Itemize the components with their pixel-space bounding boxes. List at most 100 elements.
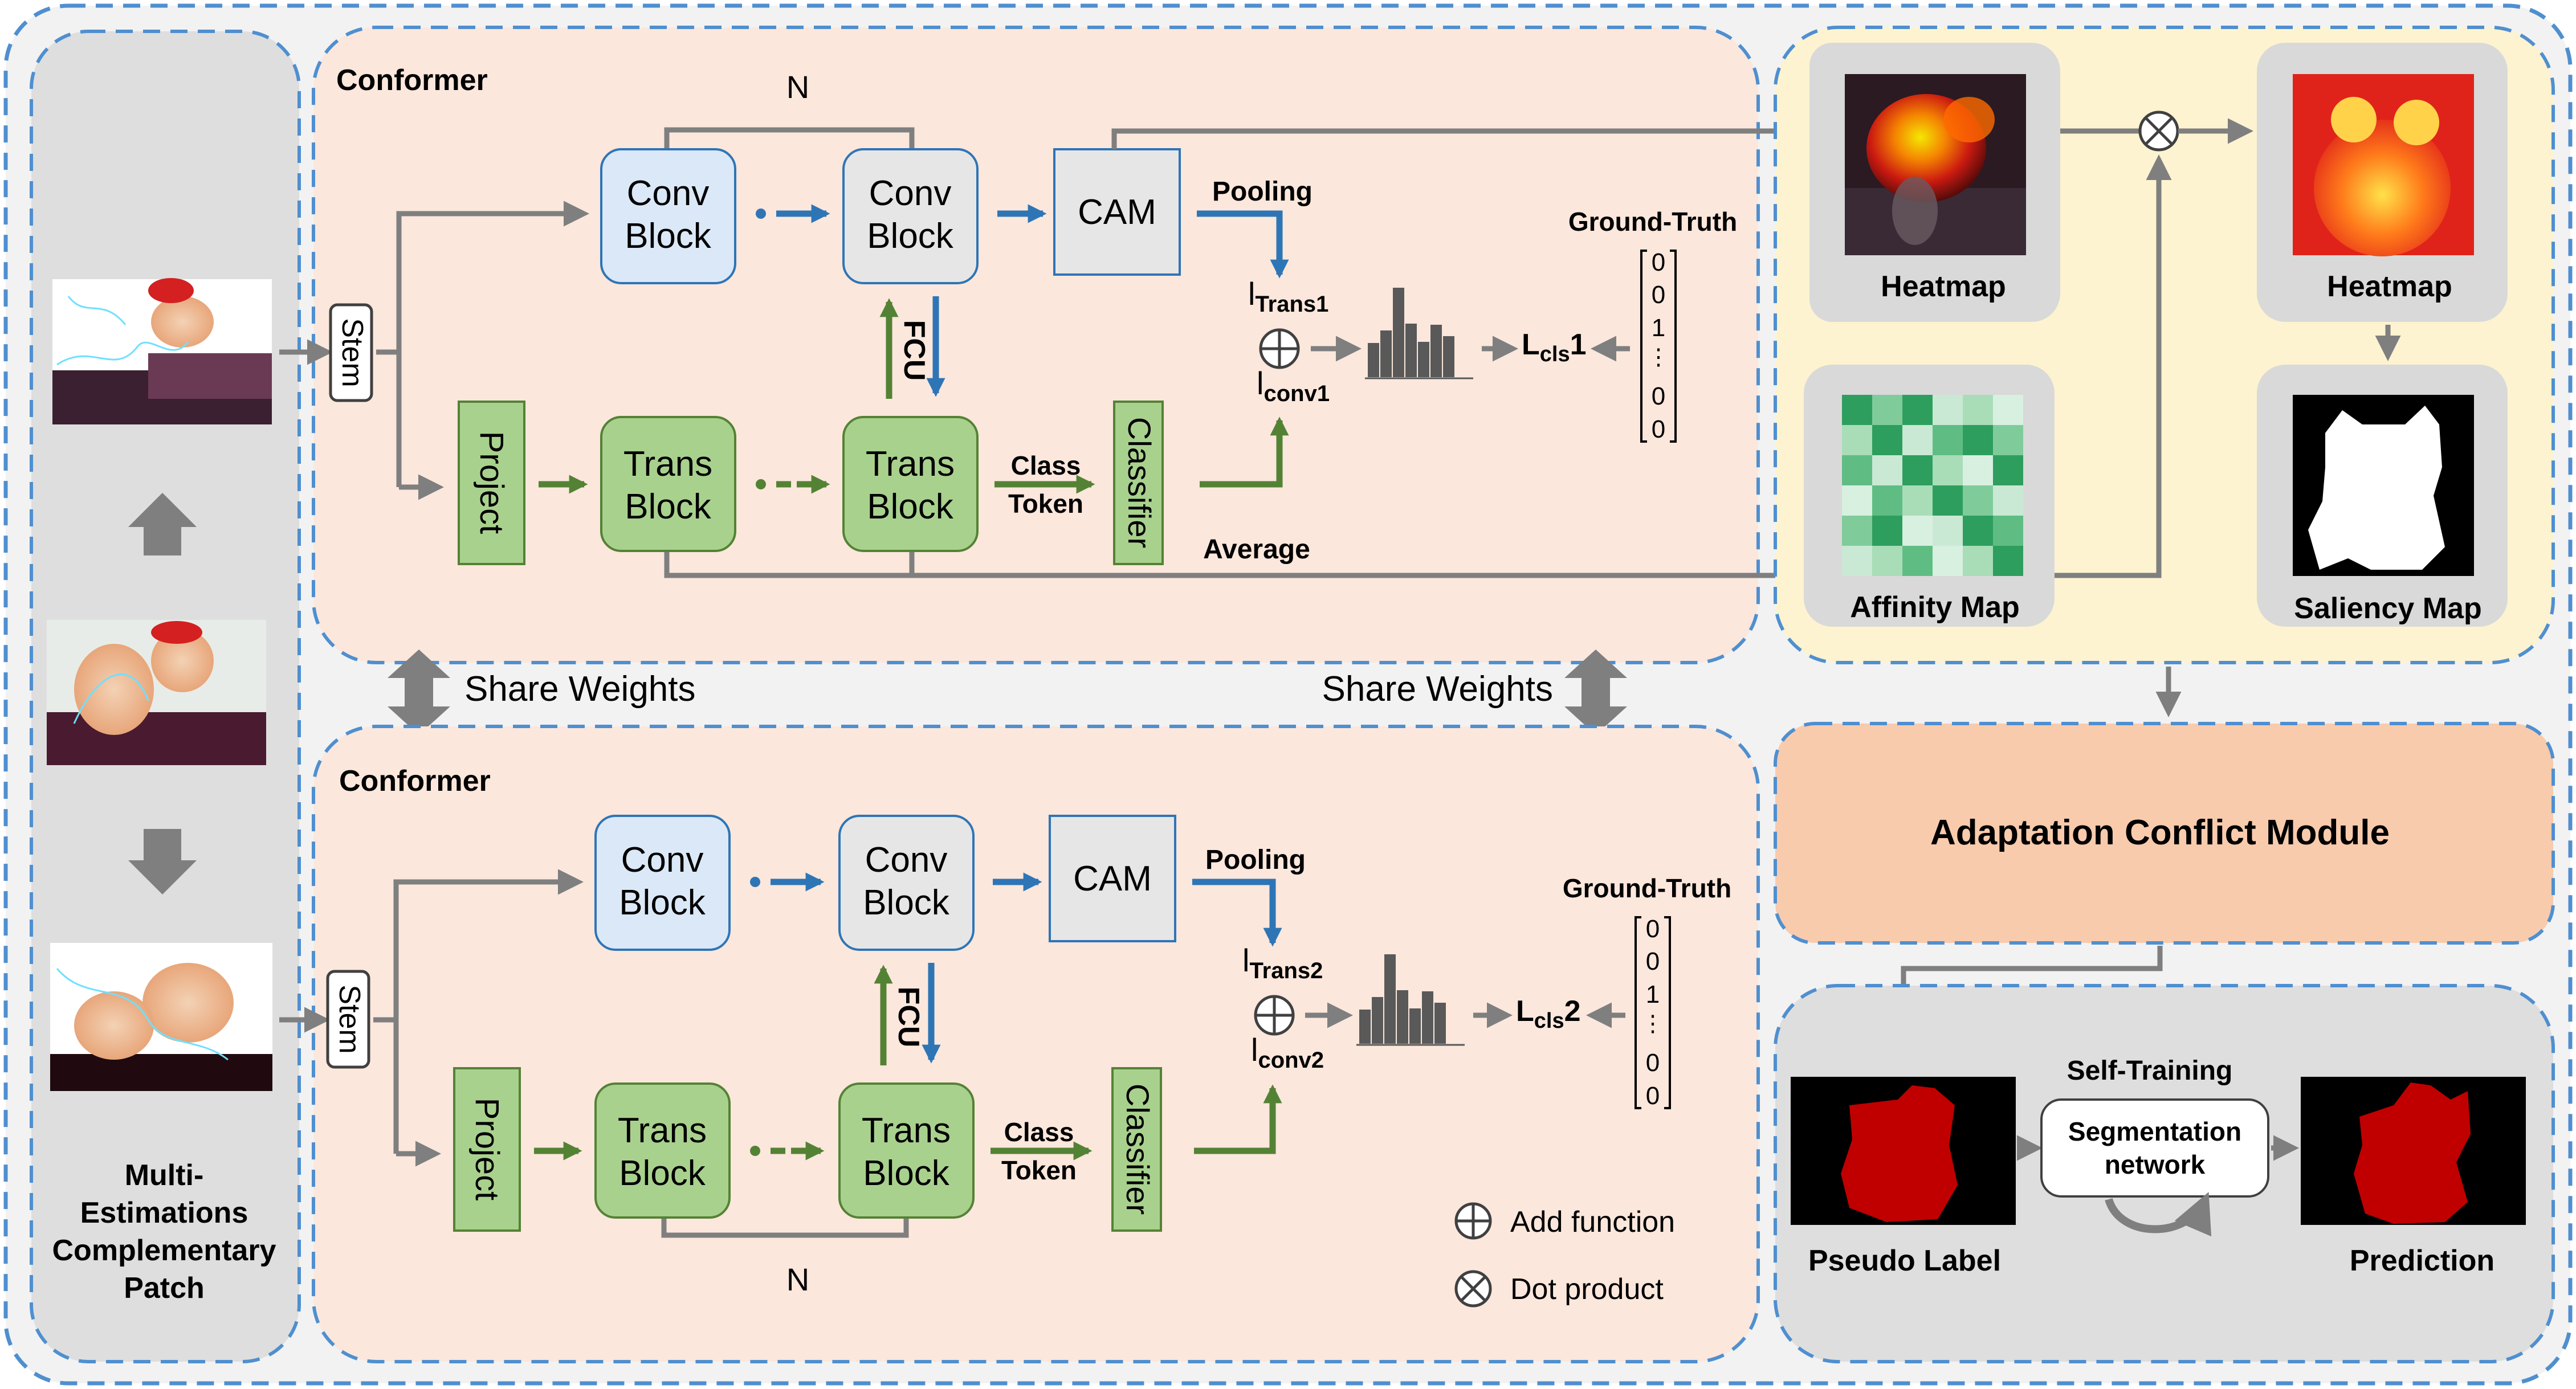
classifier-top [1113,401,1164,565]
l-cls2: Lcls2 [1516,995,1581,1033]
conv-block-bottom-2-label-1: Conv [865,840,948,880]
ground-truth-top: Ground-Truth [1568,207,1737,236]
trans-block-bottom-2 [838,1082,975,1219]
classifier-top-label: Classifier [1122,417,1157,548]
pooling-top-label: Pooling [1212,177,1313,207]
prediction-image [2301,1077,2526,1225]
svg-text:0: 0 [1652,248,1665,276]
saliency-map-image [2293,395,2474,576]
conv-block-bottom-1-label-1: Conv [621,840,704,880]
ground-truth-bottom: Ground-Truth [1563,873,1731,903]
patch-panel-title-2: Estimations [80,1196,248,1229]
self-training-title: Self-Training [2067,1056,2233,1086]
trans-block-bottom-2-label-1: Trans [862,1111,951,1150]
class-token-top-1: Class [1011,451,1081,480]
trans-block-bottom-1 [594,1082,731,1219]
svg-text:1: 1 [1646,981,1660,1008]
legend-dot: Dot product [1454,1270,1664,1308]
svg-text:⋮: ⋮ [1647,345,1670,370]
cam-bottom-label: CAM [1073,859,1152,898]
svg-text:0: 0 [1646,915,1660,943]
patch-image-top [52,278,272,424]
legend-add: Add function [1454,1202,1675,1240]
stem-top-label: Stem [336,318,369,387]
stem-top [329,303,373,402]
share-weights-right-icon [1564,649,1627,735]
share-weights-left-icon [388,649,450,735]
stem-bottom-label: Stem [333,984,366,1053]
down-arrow-icon [128,829,197,894]
svg-text:0: 0 [1652,415,1665,443]
conv-block-top-1-label-2: Block [625,216,712,256]
segmentation-network-label-2: network [2105,1150,2206,1179]
heatmap-2-image [2293,74,2474,256]
heatmap-1-label: Heatmap [1881,270,2006,303]
gt-vector-top: 0 0 1 ⋮ 0 0 [1640,248,1677,443]
conformer-bottom-panel [312,725,1760,1363]
conv-block-bottom-2 [838,815,975,951]
acm-box [1774,722,2555,945]
segmentation-network-box [2040,1098,2269,1198]
l-conv1: lconv1 [1257,365,1330,406]
project-top-label: Project [473,431,510,534]
fcu-top-label: FCU [898,320,931,381]
svg-text:0: 0 [1646,947,1660,975]
conv-block-bottom-2-label-2: Block [863,883,950,922]
l-trans2: lTrans2 [1242,942,1323,983]
trans-block-bottom-1-label-1: Trans [618,1111,707,1150]
conv-block-top-2-label-2: Block [867,216,954,256]
patch-panel-title-1: Multi- [125,1159,204,1192]
affinity-map-grid [1842,395,2023,576]
up-arrow-icon [128,493,197,555]
svg-text:⋮: ⋮ [1641,1011,1664,1036]
classifier-bottom [1111,1067,1162,1232]
svg-text:0: 0 [1652,281,1665,309]
svg-text:Dot product: Dot product [1510,1273,1664,1306]
trans-block-top-2-label-1: Trans [866,444,955,484]
cam-bottom [1049,815,1176,942]
prediction-label: Prediction [2350,1244,2495,1277]
conformer-bottom-title: Conformer [339,765,491,798]
cam-top [1053,148,1181,276]
class-token-bottom-1: Class [1004,1117,1074,1147]
share-weights-left-label: Share Weights [464,669,696,709]
project-top [458,401,525,565]
conv-block-top-1 [600,148,736,284]
heatmap-2-label: Heatmap [2327,270,2452,303]
pseudo-label-label: Pseudo Label [1808,1244,2001,1277]
conv-block-bottom-1-label-2: Block [619,883,706,922]
gt-vector-bottom: 0 0 1 ⋮ 0 0 [1635,915,1671,1110]
svg-text:0: 0 [1646,1082,1660,1110]
add-operator-bottom [1254,995,1295,1036]
acm-title: Adaptation Conflict Module [1930,813,2390,852]
conformer-top-n: N [786,69,809,105]
trans-block-top-1-label-2: Block [625,487,712,526]
svg-text:Add function: Add function [1510,1206,1675,1239]
l-conv2: lconv2 [1251,1032,1324,1073]
fcu-bottom-label: FCU [892,987,925,1048]
class-token-bottom-2: Token [1001,1155,1077,1185]
trans-block-top-2 [842,416,979,552]
patch-image-bottom [50,943,272,1091]
add-operator-top [1259,328,1300,369]
conv-block-bottom-1 [594,815,731,951]
patch-image-middle [47,620,266,765]
conv-block-top-2 [842,148,979,284]
stem-bottom [326,970,370,1069]
l-trans1: lTrans1 [1248,276,1328,317]
trans-block-bottom-2-label-2: Block [863,1154,950,1193]
project-bottom [453,1067,521,1232]
class-token-top-2: Token [1008,489,1083,518]
trans-block-top-1-label-1: Trans [623,444,712,484]
histogram-top [1365,288,1473,379]
trans-block-top-1 [600,416,736,552]
saliency-map-label: Saliency Map [2294,592,2481,625]
self-training-loop-arrow [2105,1192,2212,1237]
conformer-bottom-n: N [786,1261,809,1297]
svg-text:1: 1 [1652,314,1665,342]
svg-text:0: 0 [1646,1049,1660,1077]
dot-product-operator [2138,111,2179,152]
conv-block-top-1-label-1: Conv [627,174,710,213]
affinity-map-label: Affinity Map [1850,591,2020,624]
segmentation-network-label-1: Segmentation [2068,1117,2241,1146]
